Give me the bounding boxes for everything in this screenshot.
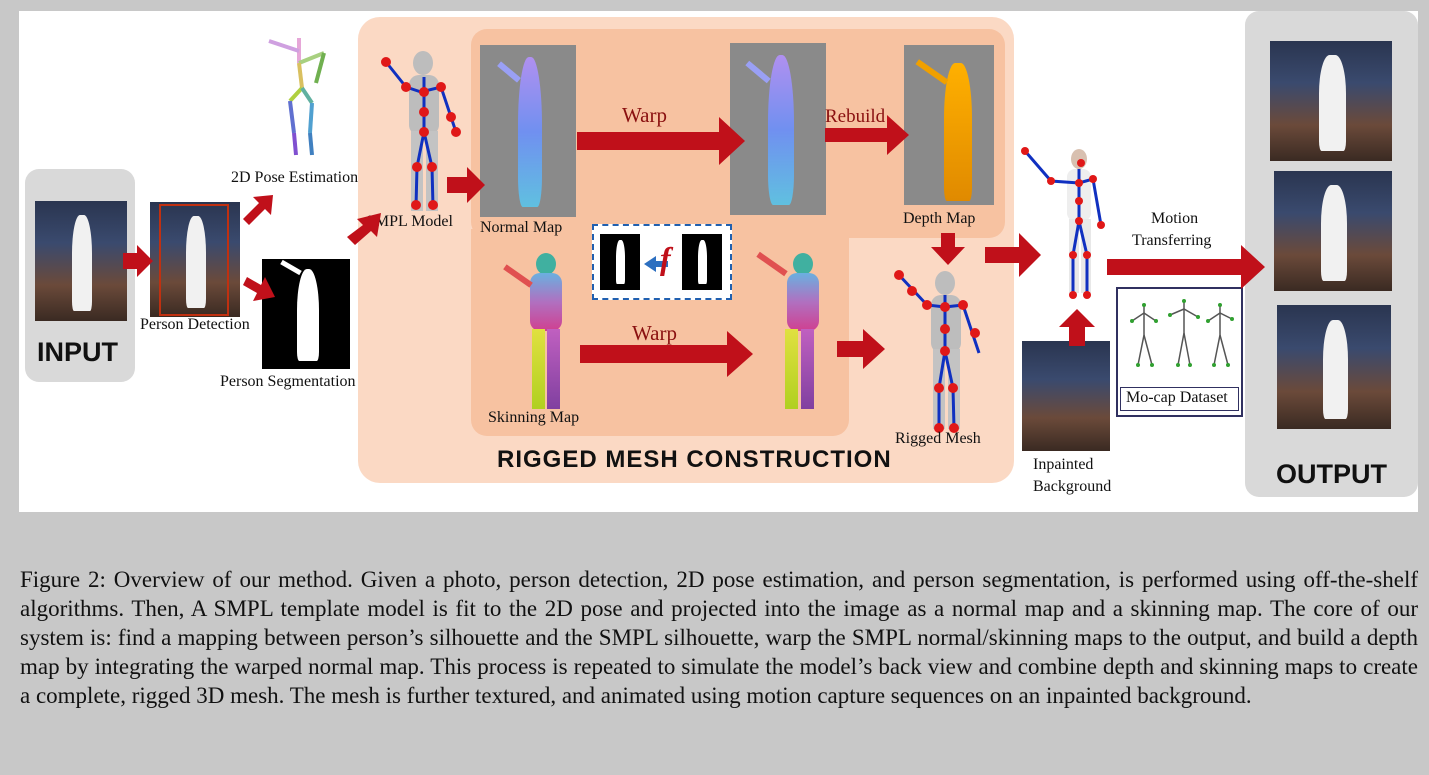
overview-figure: INPUT Person Detection 2D Pose Estimatio… [19,11,1418,512]
mapping-arrow-shaft [654,261,668,267]
segmentation-image [262,259,350,369]
inpainted-background-photo [1022,341,1110,451]
arrow-segmentation-smpl [347,213,381,245]
arrow-detection-pose [243,195,273,225]
inpainted-label-2: Background [1033,478,1112,495]
pose-label: 2D Pose Estimation [231,169,359,186]
motion-label-1: Motion [1151,210,1199,227]
detection-photo [150,202,240,317]
mocap-label: Mo-cap Dataset [1126,389,1228,406]
silhouette-mapping-box: f [592,224,732,300]
smpl-silhouette [682,234,722,290]
arrow-rebuild [825,115,909,155]
rebuild-label: Rebuild [825,106,886,127]
arrow-depth-rigged [931,233,965,265]
depth-map [904,45,994,205]
skinning-label: Skinning Map [488,409,580,426]
segmentation-label: Person Segmentation [220,373,356,390]
rigged-mesh [894,270,981,433]
arrow-panel-textured [985,233,1041,277]
output-label: OUTPUT [1276,459,1387,489]
detection-box [159,204,229,316]
output-photo-2 [1274,171,1392,291]
pose-skeleton [268,38,326,156]
mocap-label-box [1120,387,1239,411]
figure-caption: Figure 2: Overview of our method. Given … [20,567,1418,708]
arrow-input-detection [123,245,153,277]
textured-rigged-mesh [1021,147,1105,299]
arrow-warp-top [577,117,745,165]
smpl-model [381,51,461,211]
arrow-motion-transfer [1107,245,1265,289]
output-photo-3 [1277,305,1391,429]
input-photo [35,201,127,321]
f-symbol: f [660,240,671,276]
normal-map [480,45,576,217]
skinning-map [484,249,580,419]
warp-label-top: Warp [622,103,667,127]
detection-label: Person Detection [140,316,250,333]
mocap-skeletons [1130,299,1234,367]
flow-arrows [123,115,1265,377]
arrow-smpl-normal [447,167,485,203]
person-silhouette [600,234,640,290]
arrow-inpainted-textured [1059,309,1095,346]
warped-normal-map [730,43,826,215]
warped-skinning-map [739,249,835,415]
mocap-box: Mo-cap Dataset [1116,287,1243,417]
rigged-title: RIGGED MESH CONSTRUCTION [497,446,892,473]
arrow-skinning-rigged [837,329,885,369]
rigged-mesh-label: Rigged Mesh [895,430,981,447]
depth-label: Depth Map [903,210,976,227]
normal-label: Normal Map [480,219,563,236]
mapping-arrow-icon [644,256,656,272]
warp-label-bottom: Warp [632,321,677,345]
smpl-label: SMPL Model [366,213,453,230]
inpainted-label-1: Inpainted [1033,456,1094,473]
output-photo-1 [1270,41,1392,161]
input-label: INPUT [37,337,118,367]
motion-label-2: Transferring [1132,232,1212,249]
arrow-warp-bottom [580,331,753,377]
arrow-detection-segmentation [243,277,275,301]
